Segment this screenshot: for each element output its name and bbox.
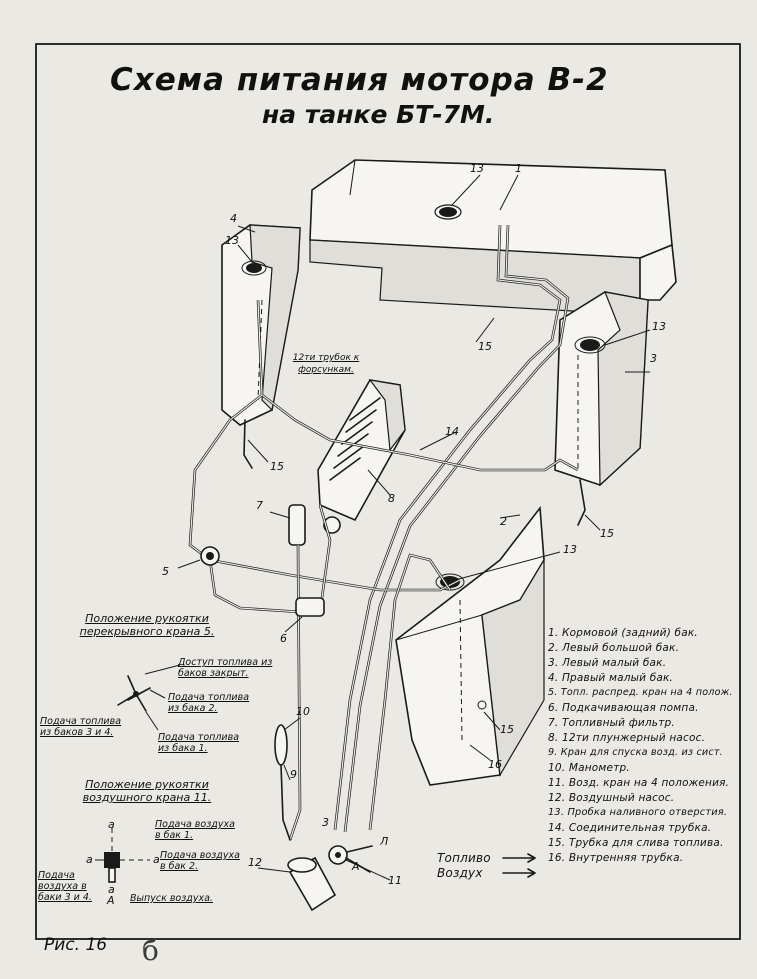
fuel-valve-heading: Положение рукоятки перекрывного крана 5. xyxy=(79,612,215,638)
legend-item: 13. Пробка наливного отверстия. xyxy=(548,807,728,818)
legend-item: 6. Подкачивающая помпа. xyxy=(548,702,699,714)
svg-text:13: 13 xyxy=(563,543,577,556)
svg-text:5: 5 xyxy=(162,565,169,578)
fuel-valve-handle-sketch xyxy=(117,664,181,731)
manometer-10 xyxy=(274,724,291,841)
svg-text:А: А xyxy=(106,894,115,907)
fuel-from-tanks34: Подача топлива из баков 3 и 4. xyxy=(40,716,122,738)
svg-text:13: 13 xyxy=(225,234,239,247)
svg-text:а: а xyxy=(86,853,93,866)
svg-text:2: 2 xyxy=(500,515,507,528)
svg-text:13: 13 xyxy=(652,320,666,333)
fuel-from-tank2: Подача топлива из бака 2. xyxy=(168,692,250,714)
tank-2 xyxy=(395,505,545,786)
legend-item: 16. Внутренняя трубка. xyxy=(548,852,684,864)
svg-text:а: а xyxy=(108,883,115,896)
priming-pump-6 xyxy=(295,597,325,617)
svg-text:15: 15 xyxy=(600,527,614,540)
sheet-frame xyxy=(35,43,741,940)
air-pump-12 xyxy=(287,856,337,912)
legend-item: 11. Возд. кран на 4 положения. xyxy=(548,777,730,789)
legend-item: 15. Трубка для слива топлива. xyxy=(548,837,724,849)
svg-text:1: 1 xyxy=(515,162,522,175)
legend-item: 4. Правый малый бак. xyxy=(548,672,674,684)
tank-4 xyxy=(221,224,301,426)
callout-numbers: 1 13 4 13 13 3 15 15 15 14 8 7 2 13 5 6 … xyxy=(162,162,666,887)
air-release: Выпуск воздуха. xyxy=(130,893,213,904)
air-valve-11 xyxy=(328,845,373,873)
legend-item: 10. Манометр. xyxy=(548,762,630,774)
fuel-pump-8 xyxy=(317,379,406,522)
svg-text:9: 9 xyxy=(290,768,297,781)
fuel-from-tank1: Подача топлива из бака 1. xyxy=(158,732,240,754)
svg-text:15: 15 xyxy=(478,340,492,353)
svg-text:а: а xyxy=(153,853,160,866)
svg-text:3: 3 xyxy=(322,816,329,829)
svg-text:4: 4 xyxy=(230,212,237,225)
svg-text:16: 16 xyxy=(488,758,502,771)
svg-text:А: А xyxy=(351,860,360,873)
legend-item: 14. Соединительная трубка. xyxy=(548,822,712,834)
svg-text:7: 7 xyxy=(256,499,263,512)
svg-text:8: 8 xyxy=(388,492,395,505)
fuel-access-closed: Доступ топлива из баков закрыт. xyxy=(178,657,273,679)
legend-item: 1. Кормовой (задний) бак. xyxy=(548,627,698,639)
svg-text:6: 6 xyxy=(280,632,287,645)
figure-caption: Рис. 16 xyxy=(44,935,108,955)
svg-text:12: 12 xyxy=(248,856,262,869)
svg-text:3: 3 xyxy=(650,352,657,365)
svg-text:10: 10 xyxy=(296,705,310,718)
diagram-title: Схема питания мотора В-2 xyxy=(110,62,609,98)
flow-fuel-label: Топливо xyxy=(437,851,491,865)
svg-text:15: 15 xyxy=(270,460,284,473)
legend-item: 8. 12ти плунжерный насос. xyxy=(548,732,706,744)
flow-air-label: Воздух xyxy=(437,866,483,880)
svg-text:Л: Л xyxy=(379,835,388,848)
legend-item: 5. Топл. распред. кран на 4 полож. xyxy=(548,687,733,698)
svg-text:11: 11 xyxy=(388,874,402,887)
legend-item: 12. Воздушный насос. xyxy=(548,792,675,804)
air-valve-handle-sketch xyxy=(95,828,150,883)
svg-text:а: а xyxy=(108,818,115,831)
air-to-tank1: Подача воздуха в бак 1. xyxy=(155,819,235,841)
fuel-distributor-valve-5 xyxy=(200,546,220,566)
svg-text:15: 15 xyxy=(500,723,514,736)
diagram-subtitle: на танке БТ-7М. xyxy=(262,100,495,129)
tank-3 xyxy=(554,291,649,487)
legend-item: 2. Левый большой бак. xyxy=(548,642,680,654)
handwritten-mark: б xyxy=(142,934,159,967)
legend-item: 9. Кран для спуска возд. из сист. xyxy=(548,747,723,758)
leader-lines xyxy=(177,174,651,881)
air-to-tank2: Подача воздуха в бак 2. xyxy=(160,850,240,872)
legend-item: 3. Левый малый бак. xyxy=(548,657,667,669)
air-to-tanks34: Подача воздуха в баки 3 и 4. xyxy=(38,870,92,903)
svg-text:14: 14 xyxy=(445,425,459,438)
flow-arrows xyxy=(502,853,536,878)
injector-pipes-label: 12ти трубок к форсункам. xyxy=(292,353,360,375)
legend-item: 7. Топливный фильтр. xyxy=(548,717,675,729)
air-valve-heading: Положение рукоятки воздушного крана 11. xyxy=(82,778,212,804)
svg-text:13: 13 xyxy=(470,162,484,175)
air-valve-letters: а а а а А xyxy=(86,818,160,907)
